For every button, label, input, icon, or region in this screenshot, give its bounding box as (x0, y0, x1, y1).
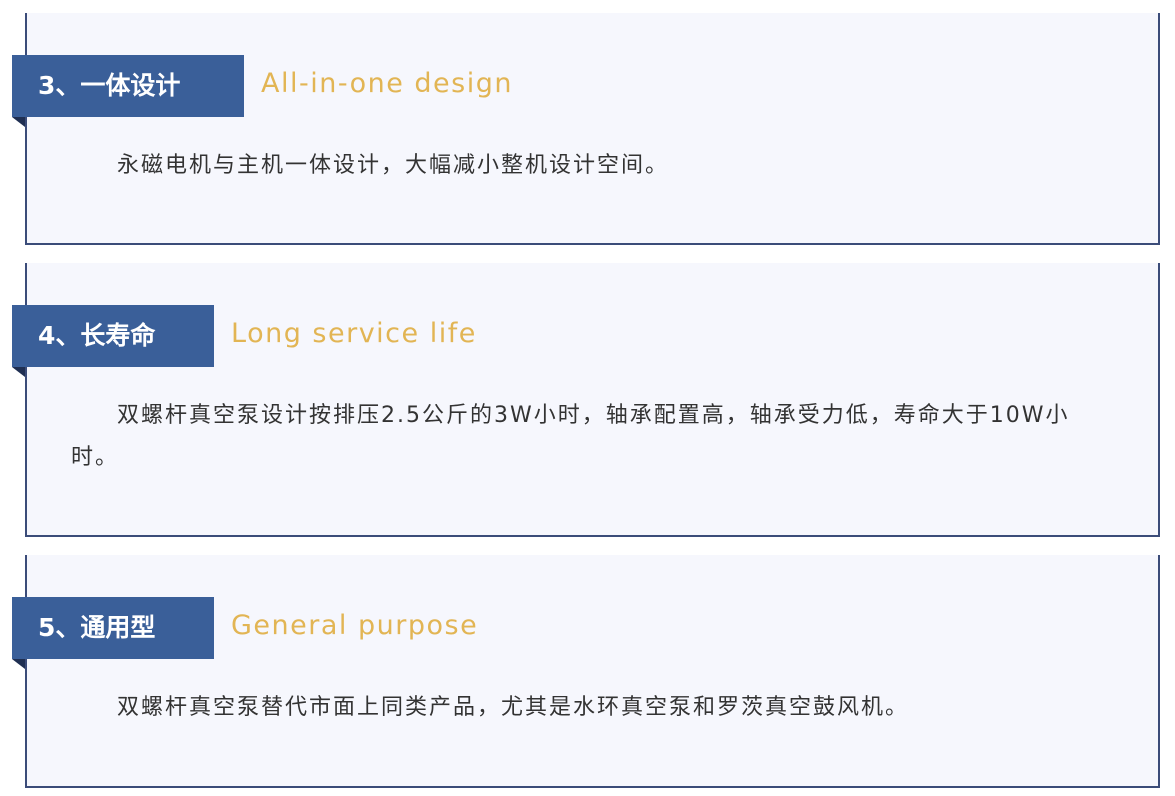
ribbon-fold-icon (12, 117, 25, 127)
section-subtitle: General purpose (231, 610, 479, 641)
feature-card-all-in-one: 3、一体设计 All-in-one design 永磁电机与主机一体设计，大幅减… (12, 13, 1160, 245)
section-number-title: 5、通用型 (38, 613, 156, 642)
section-badge: 4、长寿命 (12, 305, 214, 377)
section-badge: 3、一体设计 (12, 55, 244, 127)
section-body-text: 双螺杆真空泵替代市面上同类产品，尤其是水环真空泵和罗茨真空鼓风机。 (117, 695, 910, 720)
section-number-title: 4、长寿命 (38, 321, 156, 350)
ribbon-fold-icon (12, 659, 25, 669)
section-body-text: 双螺杆真空泵设计按排压2.5公斤的3W小时，轴承配置高，轴承受力低，寿命大于10… (71, 403, 1070, 470)
ribbon-fold-icon (12, 367, 25, 377)
section-subtitle: All-in-one design (261, 68, 513, 99)
section-badge: 5、通用型 (12, 597, 214, 669)
feature-card-general-purpose: 5、通用型 General purpose 双螺杆真空泵替代市面上同类产品，尤其… (12, 555, 1160, 788)
feature-card-long-service-life: 4、长寿命 Long service life 双螺杆真空泵设计按排压2.5公斤… (12, 263, 1160, 537)
section-number-title: 3、一体设计 (38, 71, 181, 100)
section-subtitle: Long service life (231, 318, 477, 349)
section-body-text: 永磁电机与主机一体设计，大幅减小整机设计空间。 (117, 153, 670, 178)
